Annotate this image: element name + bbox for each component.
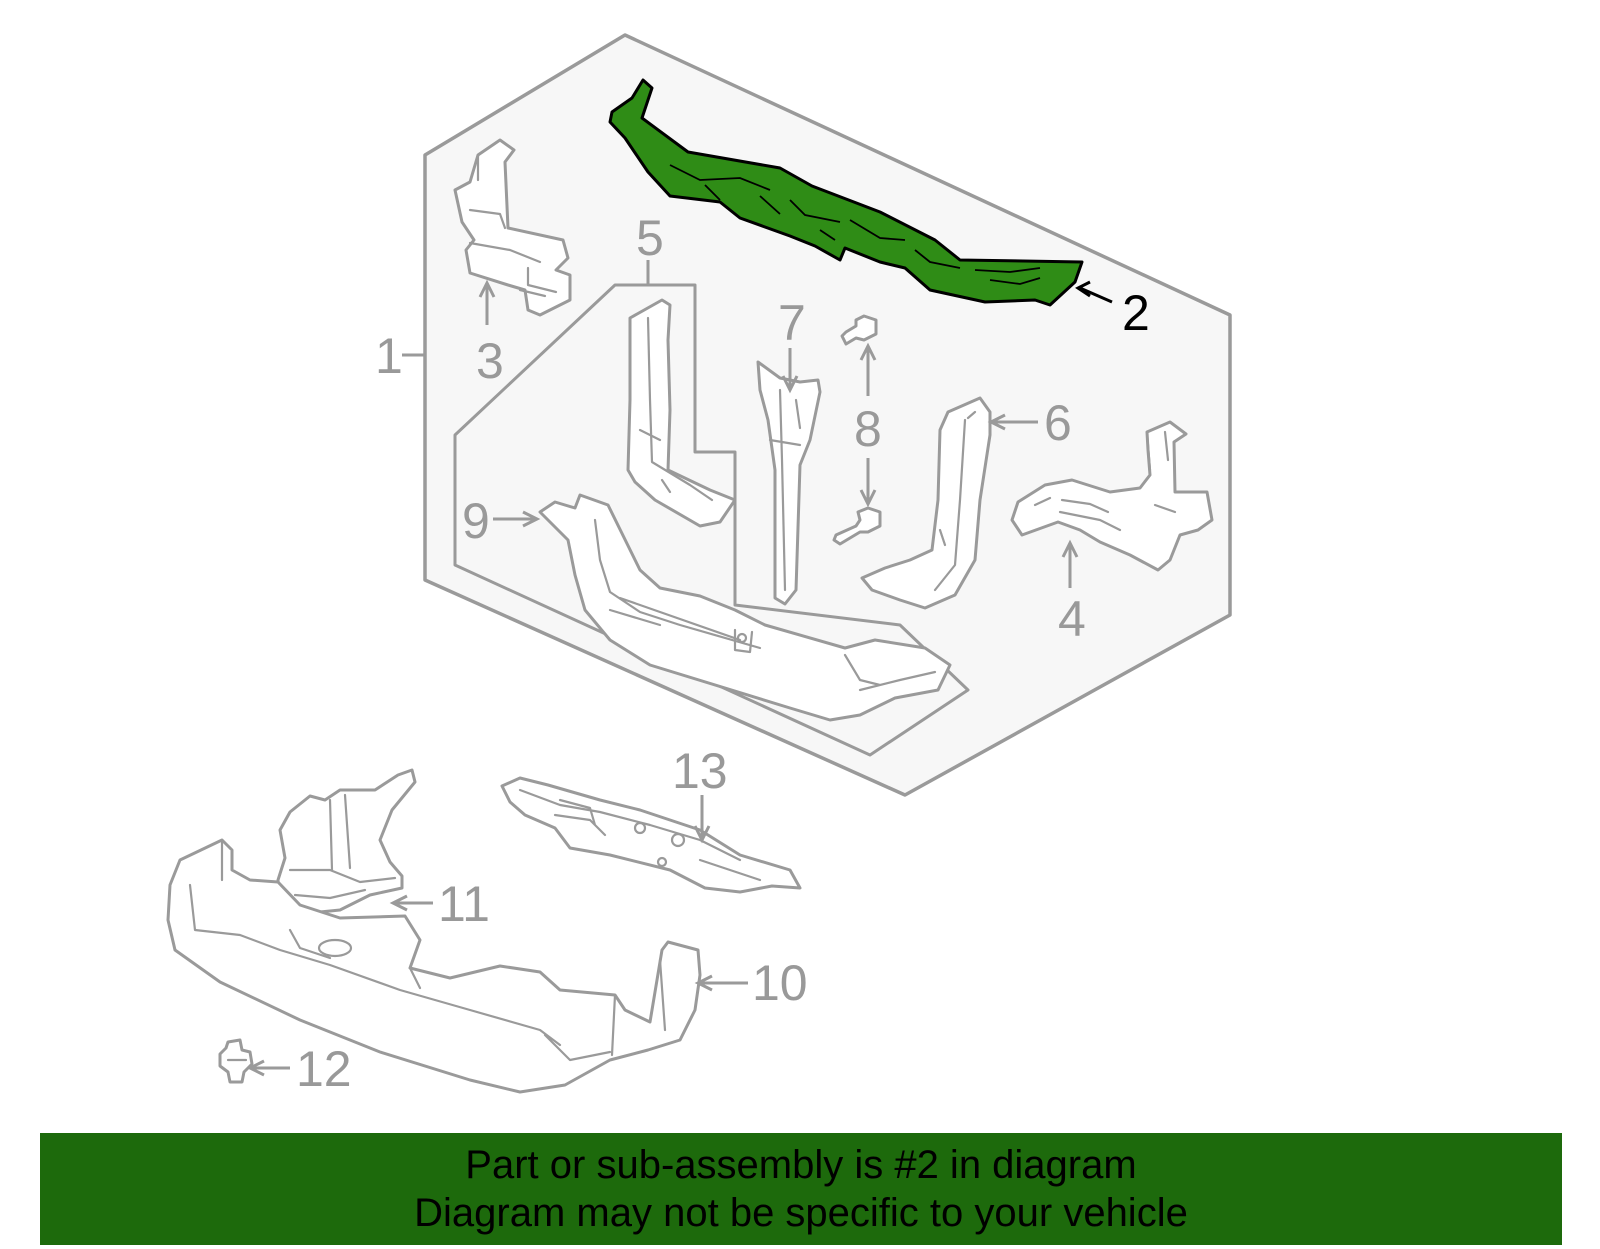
part-11-splash-bracket[interactable] [276, 768, 417, 915]
part-4-right-bracket[interactable] [1010, 420, 1214, 572]
part-2-upper-tie-bar[interactable] [608, 78, 1084, 307]
part-5-left-support[interactable] [626, 298, 737, 528]
part-7-center-support[interactable] [756, 360, 822, 606]
callout-12: 12 [296, 1041, 352, 1097]
callout-9: 9 [462, 493, 490, 549]
part-3-left-bracket[interactable] [453, 138, 572, 317]
part-8-bolt-upper[interactable] [840, 314, 878, 346]
leader-lines [246, 260, 1113, 1077]
callout-13: 13 [672, 743, 728, 799]
callout-8: 8 [854, 401, 882, 457]
caption-line-1: Part or sub-assembly is #2 in diagram [465, 1143, 1137, 1187]
callout-11: 11 [438, 876, 490, 932]
callout-10: 10 [752, 955, 808, 1011]
caption-line-2: Diagram may not be specific to your vehi… [414, 1191, 1188, 1235]
callout-5: 5 [636, 210, 664, 266]
callout-4: 4 [1058, 591, 1086, 647]
parts-diagram: 1 2 3 4 5 6 7 8 9 10 11 12 13 [166, 33, 1232, 1097]
callout-2: 2 [1122, 285, 1150, 341]
callout-3: 3 [476, 333, 504, 389]
callout-7: 7 [778, 295, 806, 351]
part-12-push-clip[interactable] [218, 1038, 254, 1084]
part-10-splash-shield[interactable] [166, 838, 702, 1094]
part-13-bracket-plate[interactable] [500, 776, 802, 894]
callout-1: 1 [375, 328, 403, 384]
part-6-right-support[interactable] [860, 396, 992, 610]
callout-6: 6 [1044, 395, 1072, 451]
part-8-bolt-lower[interactable] [832, 506, 882, 546]
caption-banner: Part or sub-assembly is #2 in diagram Di… [40, 1133, 1562, 1245]
part-9-lower-crossmember[interactable] [538, 493, 952, 722]
